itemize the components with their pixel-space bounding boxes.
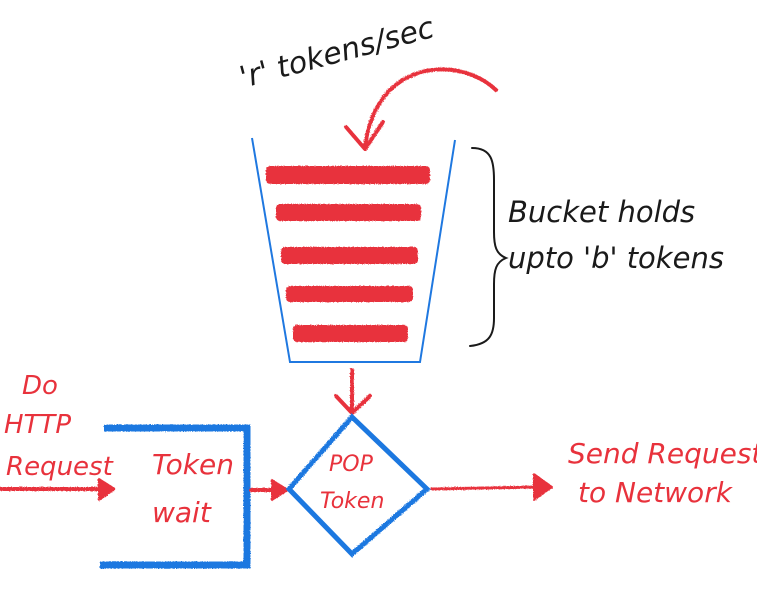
bucket-outline (251, 137, 456, 363)
request-label-http: HTTP (4, 410, 71, 440)
send-request-line2: to Network (578, 476, 734, 509)
send-arrow (430, 473, 553, 501)
request-label-do: Do (22, 371, 58, 401)
token (286, 286, 413, 302)
wait-to-pop-arrow (249, 478, 289, 502)
token (281, 247, 418, 264)
token-wait-line1: Token (152, 448, 234, 481)
bucket-capacity-line2: upto 'b' tokens (508, 241, 724, 275)
token (266, 166, 430, 184)
bucket-capacity-line1: Bucket holds (508, 195, 695, 229)
request-label-request: Request (6, 452, 114, 482)
request-arrow (0, 477, 116, 502)
pop-token-line2: Token (320, 489, 384, 514)
token-wait-box (100, 424, 251, 569)
token (293, 325, 408, 342)
token (276, 204, 421, 221)
capacity-brace (469, 147, 509, 347)
bucket-tokens (266, 166, 430, 342)
token-wait-line2: wait (152, 496, 212, 529)
pop-token-line1: POP (329, 452, 374, 477)
pop-token-diamond (285, 413, 431, 558)
send-request-line1: Send Request (568, 437, 757, 470)
bucket-to-pop-arrow (334, 368, 372, 415)
rate-label: 'r' tokens/sec (236, 10, 438, 96)
refill-arrow (344, 67, 498, 151)
